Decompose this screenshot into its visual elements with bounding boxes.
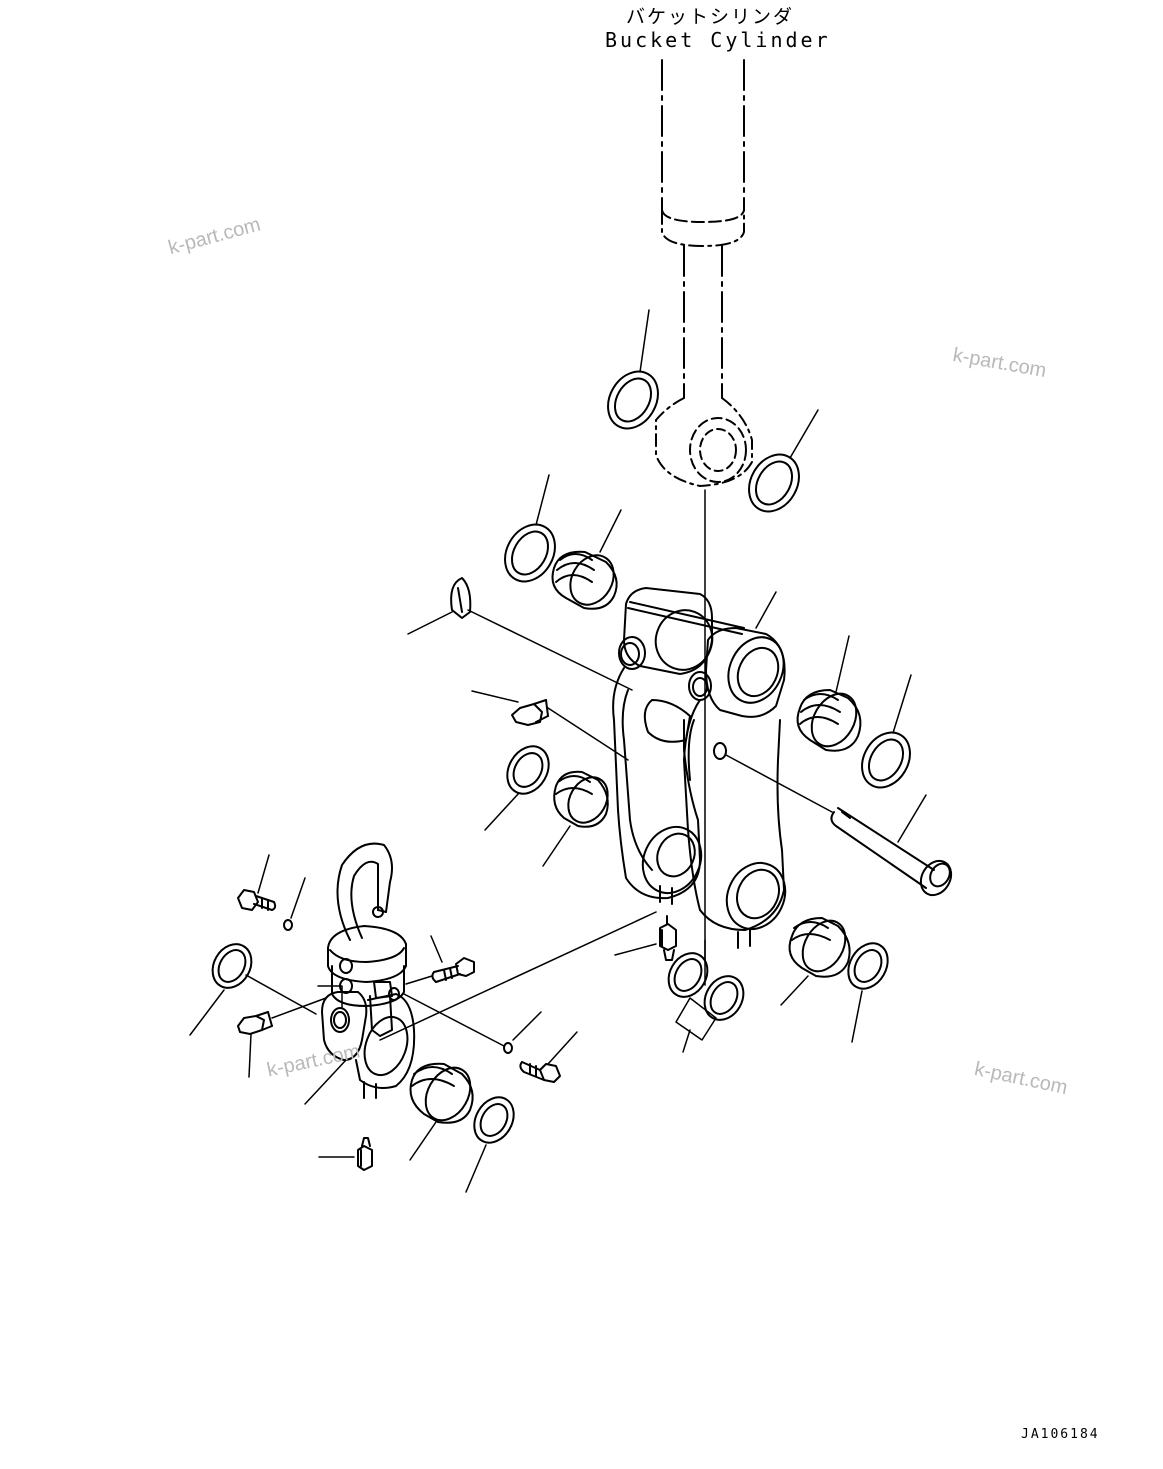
bushing-upper-right (798, 636, 866, 754)
bucket-cylinder (656, 60, 752, 985)
bolt-upper-left (238, 855, 275, 910)
seal-ring-lower-right (840, 936, 895, 1042)
bushing-mid-left (543, 770, 616, 866)
grease-fitting-bottom (319, 1138, 372, 1170)
bushing-hook-bottom (410, 1060, 479, 1160)
grease-fitting-upper (472, 691, 628, 760)
seal-ring-hook-left (190, 937, 316, 1035)
bolt-hook-right (406, 936, 474, 984)
grease-fitting-lower-center (615, 916, 676, 960)
link-assembly (613, 588, 796, 948)
bushing-upper-left (553, 510, 623, 613)
seal-ring-upper-right (852, 675, 919, 796)
bolt-lower (520, 1032, 577, 1082)
bushing-lower-right (781, 913, 854, 1005)
seal-rings-lower-center (661, 940, 751, 1052)
drawing-code: JA106184 (1021, 1427, 1100, 1442)
seal-ring-upper-left (495, 475, 565, 590)
grease-fitting-hook-left (238, 998, 326, 1077)
cylinder-label-japanese: バケットシリンダ (626, 6, 795, 28)
spring-pin-lower (404, 994, 541, 1053)
seal-ring-top-left (598, 310, 668, 437)
link-pin (726, 755, 957, 901)
seal-ring-mid-left (485, 739, 557, 830)
seal-ring-hook-bottom (466, 1090, 522, 1192)
lock-pin-upper (408, 578, 632, 690)
link-to-hook-line (380, 912, 656, 1040)
spring-pin-upper-left (284, 878, 305, 930)
cylinder-label-english: Bucket Cylinder (605, 28, 831, 52)
seal-ring-top-right (739, 410, 818, 520)
lifting-hook (305, 844, 415, 1104)
